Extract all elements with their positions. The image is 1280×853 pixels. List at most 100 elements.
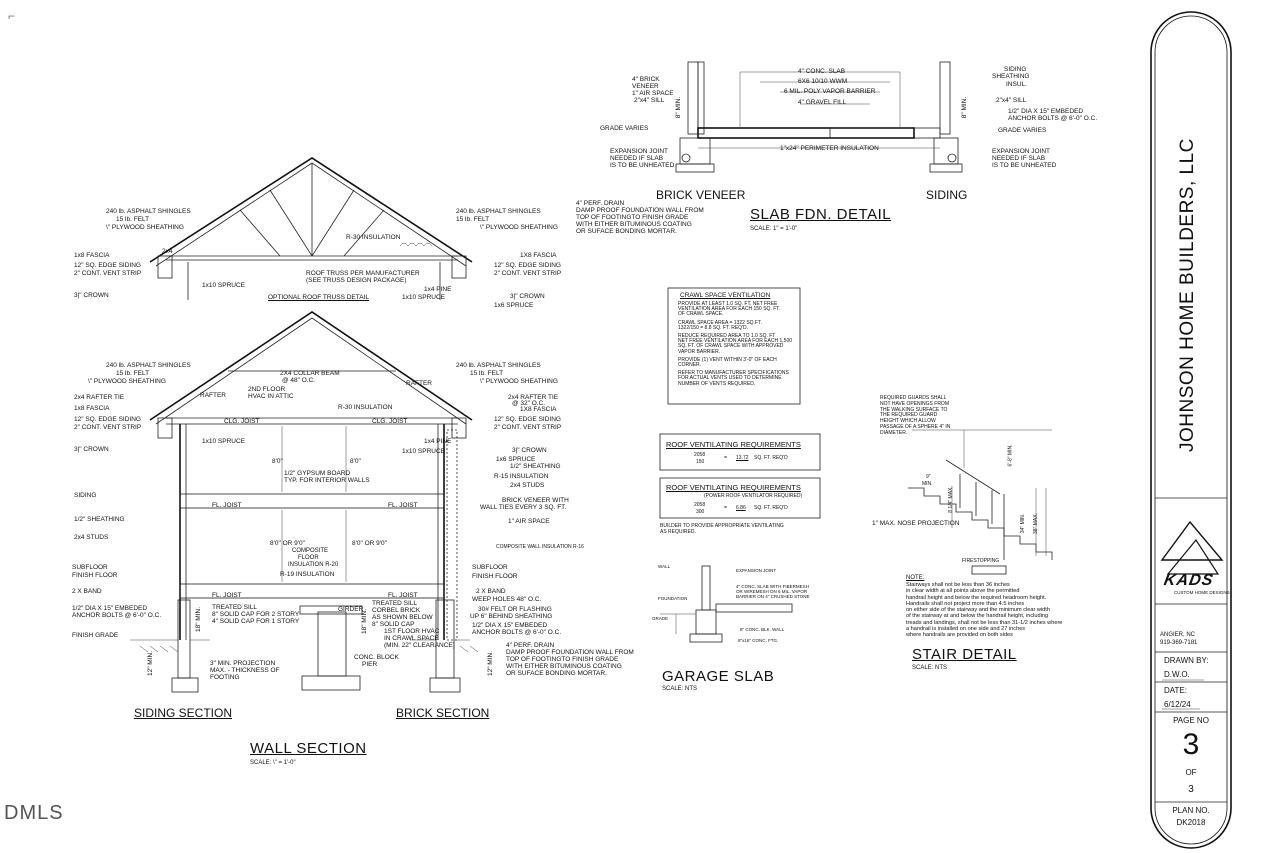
stair-label: FIRESTOPPING (962, 558, 1000, 564)
logo-subtitle: CUSTOM HOME DESIGNS (1174, 590, 1230, 595)
garage-slab-scale: SCALE: NTS (662, 686, 698, 692)
slab-label: 6X6 10/10 WWM (798, 78, 848, 85)
wall-label: 12" MIN. (147, 650, 155, 677)
slab-detail-title: SLAB FDN. DETAIL (750, 206, 892, 223)
wall-label: R-19 INSULATION (280, 571, 335, 578)
wall-label: WITH EITHER BITUMINOUS COATING (506, 663, 622, 670)
wall-label: FINISH FLOOR (72, 572, 118, 579)
slab-label: SIDING (1004, 66, 1027, 73)
garage-slab-title: GARAGE SLAB (662, 668, 775, 685)
garage-label: GRADE (652, 616, 669, 621)
stair-label: NOT HAVE OPENINGS FROM (880, 400, 949, 407)
drawn-by-label: DRAWN BY: (1164, 656, 1209, 665)
stair-note-line: of the stairway at and below the handrai… (906, 613, 1049, 620)
stair-label: 38" MAX. (1032, 513, 1039, 534)
crawl-note-title: CRAWL SPACE VENTILATION (680, 292, 771, 299)
wall-section-title: WALL SECTION (250, 740, 367, 757)
slab-label: 4" GRAVEL FILL (798, 99, 847, 106)
wall-label: IN CRAWL SPACE (384, 635, 439, 642)
wall-section-scale: SCALE: \" = 1'-0" (250, 760, 296, 766)
page-no-value: 3 (1182, 728, 1200, 761)
wall-label: 3|" CROWN (512, 447, 547, 454)
roof-vent-1-unit: SQ. FT. REQ'D (754, 455, 788, 461)
wall-label: 8" SOLID CAP FOR 2 STORY (212, 611, 300, 618)
slab-label: 4" BRICK (632, 76, 660, 83)
roof-vent-note: AS REQUIRED. (660, 529, 696, 535)
stair-label: 8 1/4" MAX. (947, 486, 954, 513)
wall-label: (MIN. 22" CLEARANCE) (384, 642, 455, 649)
stair-label: DIAMETER. (880, 429, 908, 436)
stair-note-line: Handrails shall not project more than 4.… (906, 600, 1025, 607)
wall-label: FL. JOIST (388, 592, 418, 599)
crawl-note-line: REDUCE REQUIRED AREA TO 1.0 SQ. FT (678, 333, 776, 340)
wall-label: 1x8 FASCIA (74, 405, 110, 412)
wall-label: 1/2" SHEATHING (74, 516, 125, 523)
stair-label: 1" MAX. NOSE PROJECTION (872, 520, 960, 527)
stair-note-line: treads and landings, shall not be less t… (906, 619, 1063, 626)
wall-label: 15 lb. FELT (470, 370, 504, 377)
wall-label: TREATED SILL (212, 604, 258, 611)
wall-label: 2ND FLOOR (248, 386, 286, 393)
slab-label: 4" PERF. DRAIN (576, 200, 625, 207)
wall-label: SIDING (74, 492, 97, 499)
slab-label: INSUL. (1006, 81, 1027, 88)
crawl-note-line: CORNER. (678, 362, 702, 369)
truss-label: 15 lb. FELT (456, 216, 490, 223)
wall-label: 8'0" (272, 458, 283, 465)
stair-label: REQUIRED GUARDS SHALL (880, 395, 947, 401)
wall-label: 1/2" SHEATHING (510, 463, 561, 470)
truss-label: R-30 INSULATION (346, 234, 401, 241)
garage-label: 8" CONC. BLK. WALL (740, 627, 785, 632)
wall-label: 1" AIR SPACE (508, 518, 550, 525)
slab-label: GRADE VARIES (998, 127, 1047, 134)
truss-label: \" PLYWOOD SHEATHING (106, 224, 184, 231)
truss-label: (SEE TRUSS DESIGN PACKAGE) (306, 277, 407, 284)
roof-vent-1-result: 13.72 (736, 455, 749, 461)
stair-detail-scale: SCALE: NTS (912, 665, 948, 671)
garage-label: OR WIREMESH ON 6 MIL. VAPOR (736, 589, 808, 594)
wall-label: 18" MIN. (361, 608, 369, 635)
wall-label: 2X4 COLLAR BEAM (280, 370, 340, 377)
slab-label: 2"x4" SILL (996, 97, 1027, 104)
page-no-label: PAGE NO (1173, 716, 1209, 725)
truss-label: \" PLYWOOD SHEATHING (480, 224, 558, 231)
slab-label: EXPANSION JOINT (610, 148, 669, 155)
truss-label: 1x10 SPRUCE (402, 294, 445, 301)
wall-label: CLG. JOIST (224, 418, 260, 425)
stair-note-line: Stairways shall not be less than 36 inch… (906, 582, 1010, 588)
stair-note-line: in clear width at all points above the p… (906, 588, 1020, 595)
roof-vent-2-den: 300 (696, 509, 705, 515)
garage-label: 4" CONC. SLAB WITH FIBERMESH (736, 584, 809, 589)
garage-label: 8"x16" CONC. FTG. (738, 638, 779, 643)
wall-label: RAFTER (406, 380, 432, 387)
stair-label: MIN. (922, 481, 933, 487)
slab-label: TOP OF FOOTINGTO FINISH GRADE (576, 214, 689, 221)
wall-label: 15 lb. FELT (116, 370, 150, 377)
roof-vent-2-num: 2058 (694, 502, 706, 508)
location: ANGIER, NC (1160, 632, 1196, 638)
wall-label: GIRDER (338, 606, 364, 613)
wall-label: COMPOSITE (292, 548, 329, 554)
wall-label: 2x4 STUDS (510, 482, 545, 489)
watermark: DMLS (4, 802, 64, 824)
wall-label: RAFTER (200, 392, 226, 399)
crawl-note-line: NET FREE VENTILATION AREA FOR EACH 1,500 (678, 338, 793, 345)
truss-label: 12" SQ. EDGE SIDING (494, 262, 561, 269)
wall-label: 240 lb. ASPHALT SHINGLES (106, 362, 191, 369)
wall-label: 2x4 RAFTER TIE (74, 394, 125, 401)
truss-label: ROOF TRUSS PER MANUFACTURER (306, 270, 420, 277)
slab-label: ANCHOR BOLTS @ 6'-0" O.C. (1008, 115, 1098, 122)
wall-label: OR SUFACE BONDING MORTAR. (506, 670, 607, 677)
slab-label: 1" AIR SPACE (632, 90, 674, 97)
phone: 919-369-7181 (1160, 640, 1198, 646)
crawl-note-line: VENTILATION AREA FOR EACH 150 SQ. FT. (678, 306, 781, 313)
wall-label: 1/2" GYPSUM BOARD (284, 470, 351, 477)
wall-label: FL. JOIST (388, 502, 418, 509)
wall-label: 12" MIN. (487, 650, 495, 677)
slab-label: IS TO BE UNHEATED (610, 162, 675, 169)
stair-label: 9" (926, 474, 931, 480)
wall-label: MAX. - THICKNESS OF (210, 667, 280, 674)
crawl-note-line: OF CRAWL SPACE. (678, 311, 724, 318)
stair-label: HEIGHT WHICH ALLOW (880, 418, 936, 425)
